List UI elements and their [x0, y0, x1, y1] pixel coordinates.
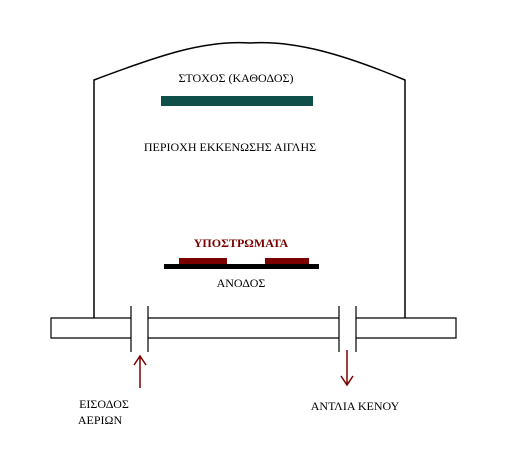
anode-plate	[164, 264, 319, 269]
vacuum-pump-port	[338, 306, 357, 352]
chamber-wall	[93, 41, 406, 318]
target-label: ΣΤΟΧΟΣ (ΚΑΘΟΔΟΣ)	[178, 71, 293, 85]
substrate-right	[265, 258, 309, 264]
target-cathode-plate	[161, 96, 313, 106]
gas-inlet-arrow	[133, 354, 147, 388]
gas-inlet-label-line1: ΕΙΣΟΔΟΣ	[79, 397, 129, 411]
vacuum-pump-arrow	[340, 350, 354, 387]
gas-inlet-port	[130, 306, 149, 352]
gas-inlet-label-line2: ΑΕΡΙΩΝ	[78, 413, 123, 427]
base-plate	[50, 317, 457, 339]
anode-label: ΑΝΟΔΟΣ	[217, 276, 266, 290]
substrates-label: ΥΠΟΣΤΡΩΜΑΤΑ	[194, 236, 289, 250]
vacuum-pump-label: ΑΝΤΛΙΑ ΚΕΝΟΥ	[311, 399, 400, 413]
discharge-region-label: ΠΕΡΙΟΧΗ ΕΚΚΕΝΩΣΗΣ ΑΙΓΛΗΣ	[144, 140, 316, 154]
substrate-left	[179, 258, 227, 264]
